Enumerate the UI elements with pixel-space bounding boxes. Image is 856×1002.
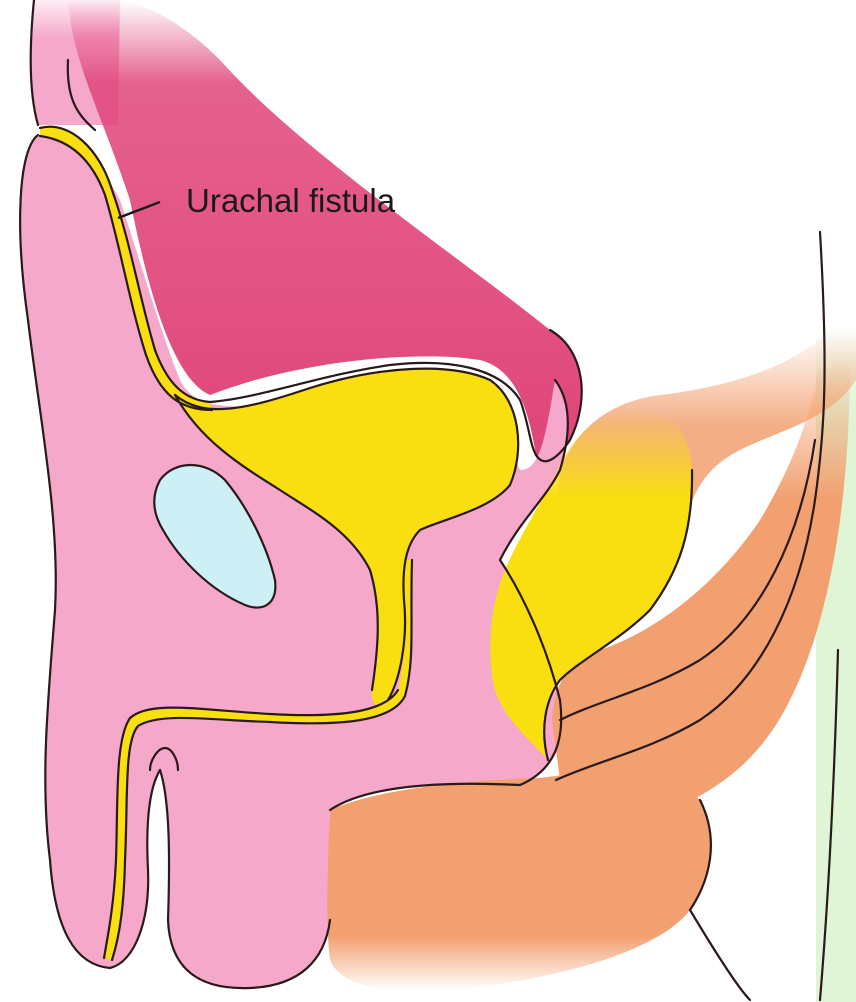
urachal-fistula-label: Urachal fistula — [186, 182, 396, 219]
buttock-orange — [327, 771, 711, 991]
